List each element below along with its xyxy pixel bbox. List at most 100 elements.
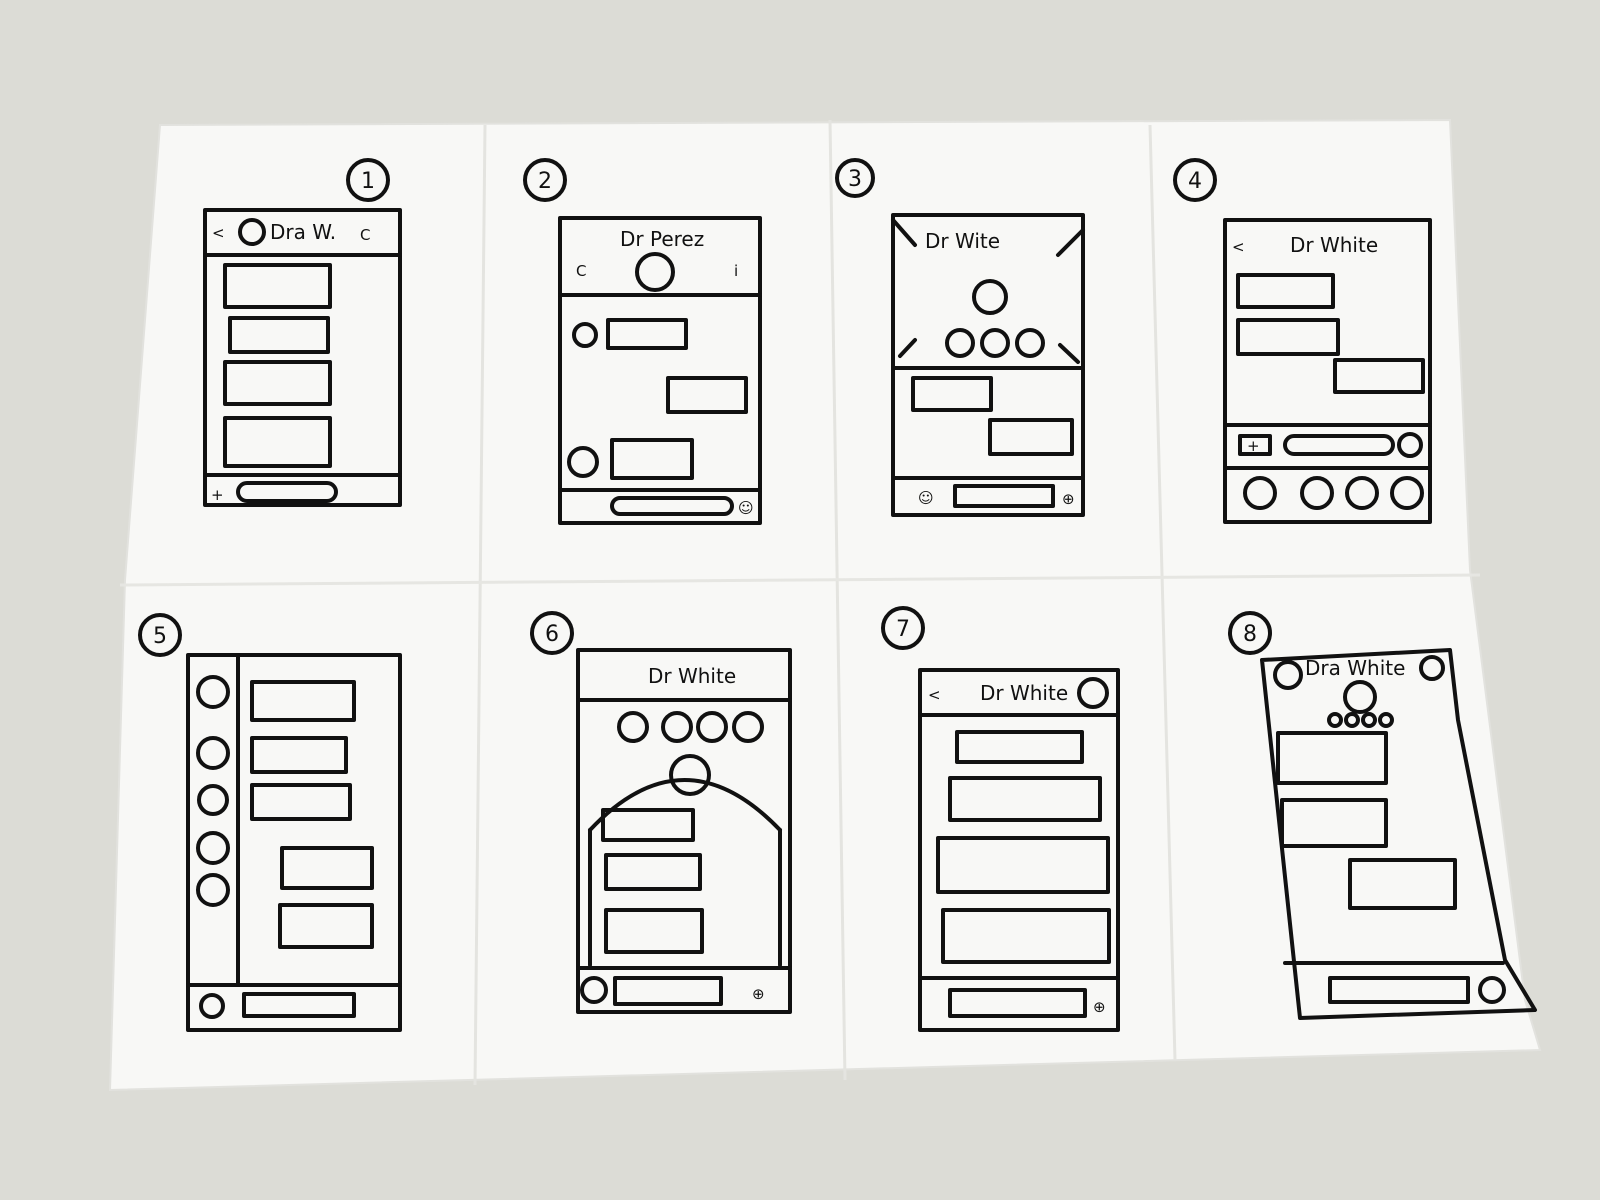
menu-circle-icon[interactable] (1419, 655, 1445, 681)
action-circle-icon[interactable] (1361, 712, 1377, 728)
message-bubble (250, 680, 356, 722)
add-icon[interactable]: + (211, 486, 224, 504)
sketch-7 (881, 606, 1120, 1032)
action-circle-icon[interactable] (696, 711, 728, 743)
message-input[interactable] (610, 496, 734, 516)
message-input[interactable] (613, 976, 723, 1006)
info-icon[interactable]: i (734, 262, 738, 280)
calendar-icon[interactable]: C (360, 226, 370, 244)
phone-frame (1223, 218, 1432, 524)
phone-frame (1260, 648, 1537, 1020)
avatar-icon (238, 218, 266, 246)
contact-avatar-icon (669, 754, 711, 796)
mute-icon[interactable] (945, 328, 975, 358)
avatar-icon (572, 322, 598, 348)
message-input[interactable] (1328, 976, 1470, 1004)
add-circle-icon[interactable] (1478, 976, 1506, 1004)
caller-avatar-icon (972, 279, 1008, 315)
add-icon[interactable]: + (1247, 437, 1260, 455)
speaker-icon[interactable] (1390, 476, 1424, 510)
message-bubble (250, 736, 348, 774)
add-circle-icon[interactable]: ⊕ (1093, 998, 1106, 1016)
contact-avatar-icon[interactable] (197, 784, 229, 816)
message-bubble (278, 903, 374, 949)
sketch-4 (1173, 158, 1432, 524)
message-bubble (1236, 273, 1335, 309)
sketch-8 (1228, 611, 1537, 1020)
chat-title: Dr White (980, 681, 1068, 705)
contact-avatar-icon[interactable] (196, 873, 230, 907)
sketch-1 (203, 158, 402, 507)
avatar-icon[interactable] (1077, 677, 1109, 709)
emoji-icon[interactable] (1397, 432, 1423, 458)
sketch-number-badge (530, 611, 574, 655)
message-bubble (250, 783, 352, 821)
end-call-icon[interactable] (1015, 328, 1045, 358)
calendar-icon[interactable]: C (576, 262, 586, 280)
contact-avatar-icon[interactable] (196, 831, 230, 865)
message-bubble (223, 416, 332, 468)
add-circle-icon[interactable]: ⊕ (752, 985, 765, 1003)
paper-fold (119, 573, 1481, 587)
call-icon[interactable] (1345, 476, 1379, 510)
sketch-number: 7 (896, 617, 910, 642)
contact-avatar-icon[interactable] (196, 736, 230, 770)
message-bubble (604, 853, 702, 891)
microphone-icon[interactable] (1300, 476, 1334, 510)
sketch-number: 4 (1188, 169, 1202, 194)
chat-icon[interactable] (1243, 476, 1277, 510)
chat-title: Dr Wite (925, 229, 1000, 253)
message-bubble (1280, 798, 1388, 848)
settings-icon[interactable] (199, 993, 225, 1019)
sketch-number: 3 (848, 167, 862, 192)
sketch-number-badge (881, 606, 925, 650)
paper-sheet (108, 118, 1542, 1092)
message-input[interactable] (242, 992, 356, 1018)
message-input[interactable] (953, 484, 1055, 508)
sketch-number-badge (138, 613, 182, 657)
sketch-number: 6 (545, 622, 559, 647)
sketch-number-badge (835, 158, 875, 198)
action-circle-icon[interactable] (661, 711, 693, 743)
message-bubble (1236, 318, 1340, 356)
emoji-icon[interactable]: ☺ (738, 499, 754, 517)
video-corner-mark (1056, 228, 1085, 257)
add-circle-icon[interactable]: ⊕ (1062, 490, 1075, 508)
emoji-icon[interactable]: ☺ (918, 489, 934, 507)
message-bubble (606, 318, 688, 350)
message-input[interactable] (236, 481, 338, 503)
action-circle-icon[interactable] (1327, 712, 1343, 728)
sketch-number-badge (1173, 158, 1217, 202)
action-circle-icon[interactable] (732, 711, 764, 743)
phone-frame (918, 668, 1120, 1032)
contact-avatar-icon[interactable] (196, 675, 230, 709)
sketch-3 (835, 158, 1085, 517)
attachment-icon[interactable] (580, 976, 608, 1004)
chat-title: Dr White (648, 664, 736, 688)
message-bubble (1348, 858, 1457, 910)
phone-frame (558, 216, 762, 525)
message-bubble (948, 776, 1102, 822)
chat-title: Dr White (1290, 233, 1378, 257)
sketch-number-badge (346, 158, 390, 202)
action-circle-icon[interactable] (1378, 712, 1394, 728)
sketch-number-badge (1228, 611, 1272, 655)
message-bubble (936, 836, 1110, 894)
back-icon[interactable]: < (928, 686, 941, 704)
message-input[interactable] (948, 988, 1087, 1018)
sketch-5 (138, 613, 402, 1032)
message-bubble (941, 908, 1111, 964)
microphone-icon[interactable] (980, 328, 1010, 358)
message-input[interactable] (1283, 434, 1395, 456)
back-icon[interactable]: < (1232, 238, 1245, 256)
action-circle-icon[interactable] (617, 711, 649, 743)
sketch-number: 8 (1243, 622, 1257, 647)
paper-fold (1148, 124, 1177, 1061)
message-bubble (988, 418, 1074, 456)
sketch-number-badge (523, 158, 567, 202)
chat-title: Dra White (1305, 656, 1405, 680)
back-icon[interactable]: < (212, 224, 225, 242)
action-circle-icon[interactable] (1344, 712, 1360, 728)
message-bubble (601, 808, 695, 842)
add-button[interactable] (1238, 434, 1272, 456)
